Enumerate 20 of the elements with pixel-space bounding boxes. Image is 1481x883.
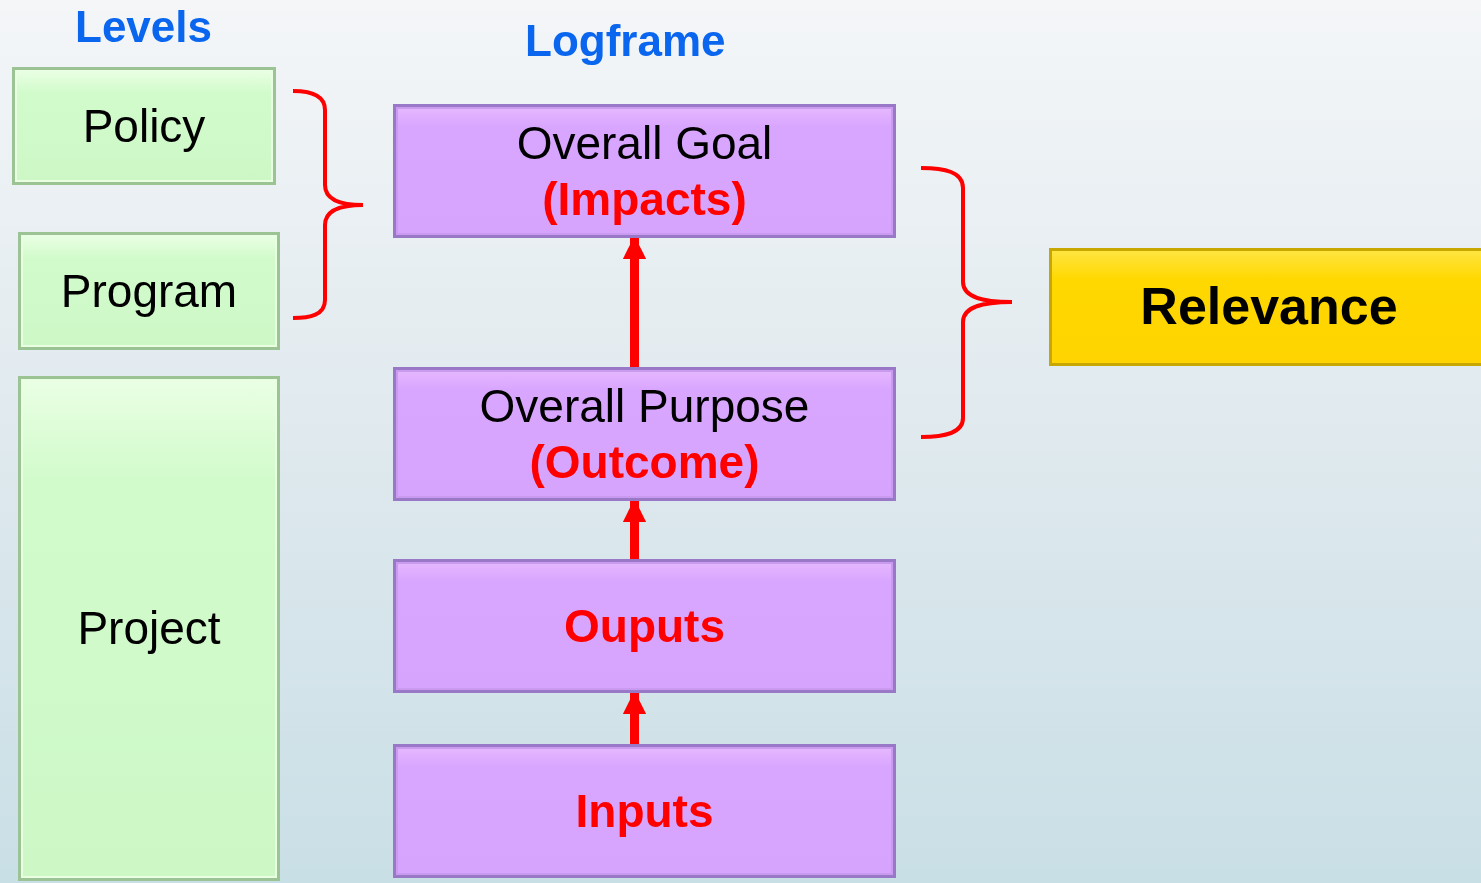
logframe-box <box>393 104 896 238</box>
box-label: Ouputs <box>564 598 725 654</box>
box-label: Policy <box>82 98 206 154</box>
logframe-box <box>393 559 896 693</box>
box-label: Relevance <box>1140 276 1398 338</box>
logframe-box <box>393 367 896 501</box>
column-heading: Levels <box>75 2 212 52</box>
box-label: Overall Goal <box>516 115 773 171</box>
box-label: Project <box>77 601 221 657</box>
level-box <box>18 376 280 881</box>
level-box <box>12 67 276 185</box>
level-box <box>18 232 280 350</box>
logframe-box <box>393 744 896 878</box>
column-heading: Logframe <box>525 16 726 66</box>
box-label: (Outcome) <box>529 435 760 490</box>
box-label: Program <box>60 263 238 319</box>
box-label: Overall Purpose <box>479 378 810 434</box>
box-label: Inputs <box>575 783 714 839</box>
relevance-box <box>1049 248 1481 366</box>
box-label: (Impacts) <box>542 172 747 227</box>
